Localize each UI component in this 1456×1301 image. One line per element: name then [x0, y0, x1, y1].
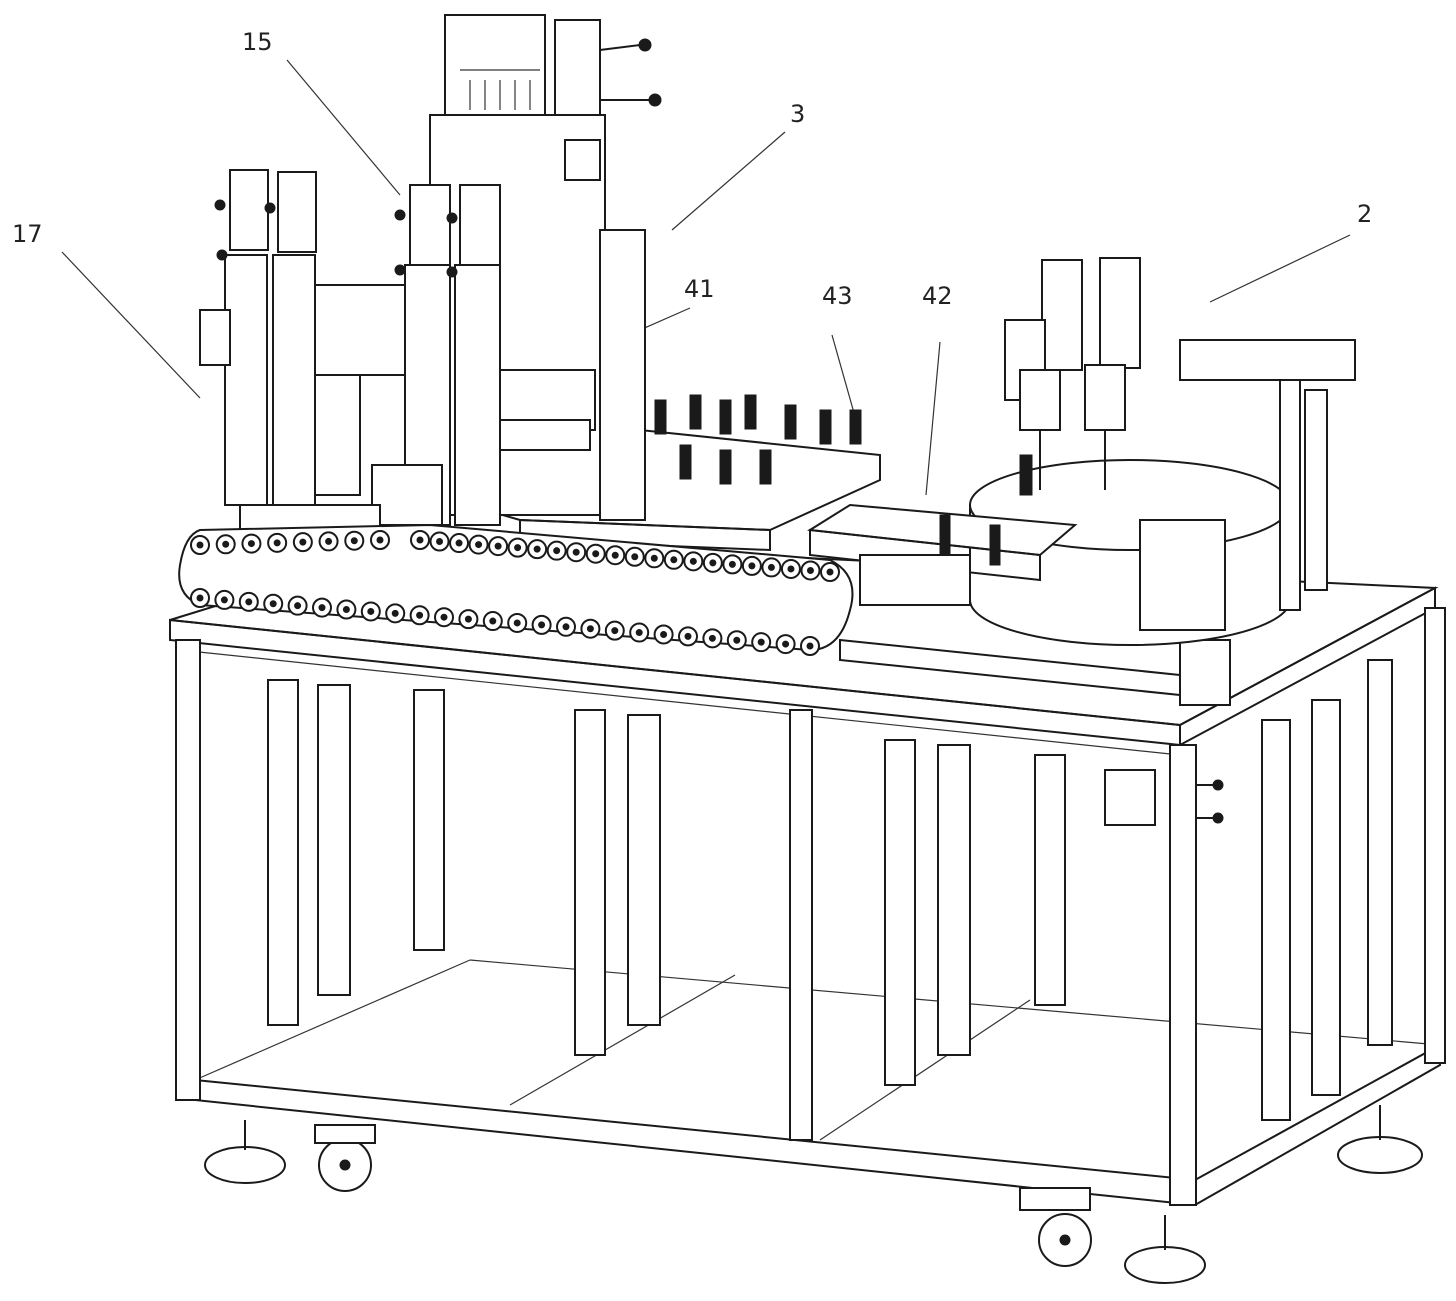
label-17: 17	[12, 220, 43, 248]
label-2: 2	[1357, 200, 1372, 228]
unit-2-rotary-station	[970, 258, 1355, 645]
side-motor	[1105, 770, 1223, 825]
label-15: 15	[242, 28, 273, 56]
label-42: 42	[922, 282, 953, 310]
label-43: 43	[822, 282, 853, 310]
leader-17	[62, 252, 200, 398]
leader-42	[926, 342, 940, 495]
label-3: 3	[790, 100, 805, 128]
label-41: 41	[684, 275, 715, 303]
leader-43	[832, 335, 856, 420]
feet-and-casters	[205, 1105, 1422, 1283]
leader-2	[1210, 235, 1350, 302]
leader-3	[672, 132, 785, 230]
